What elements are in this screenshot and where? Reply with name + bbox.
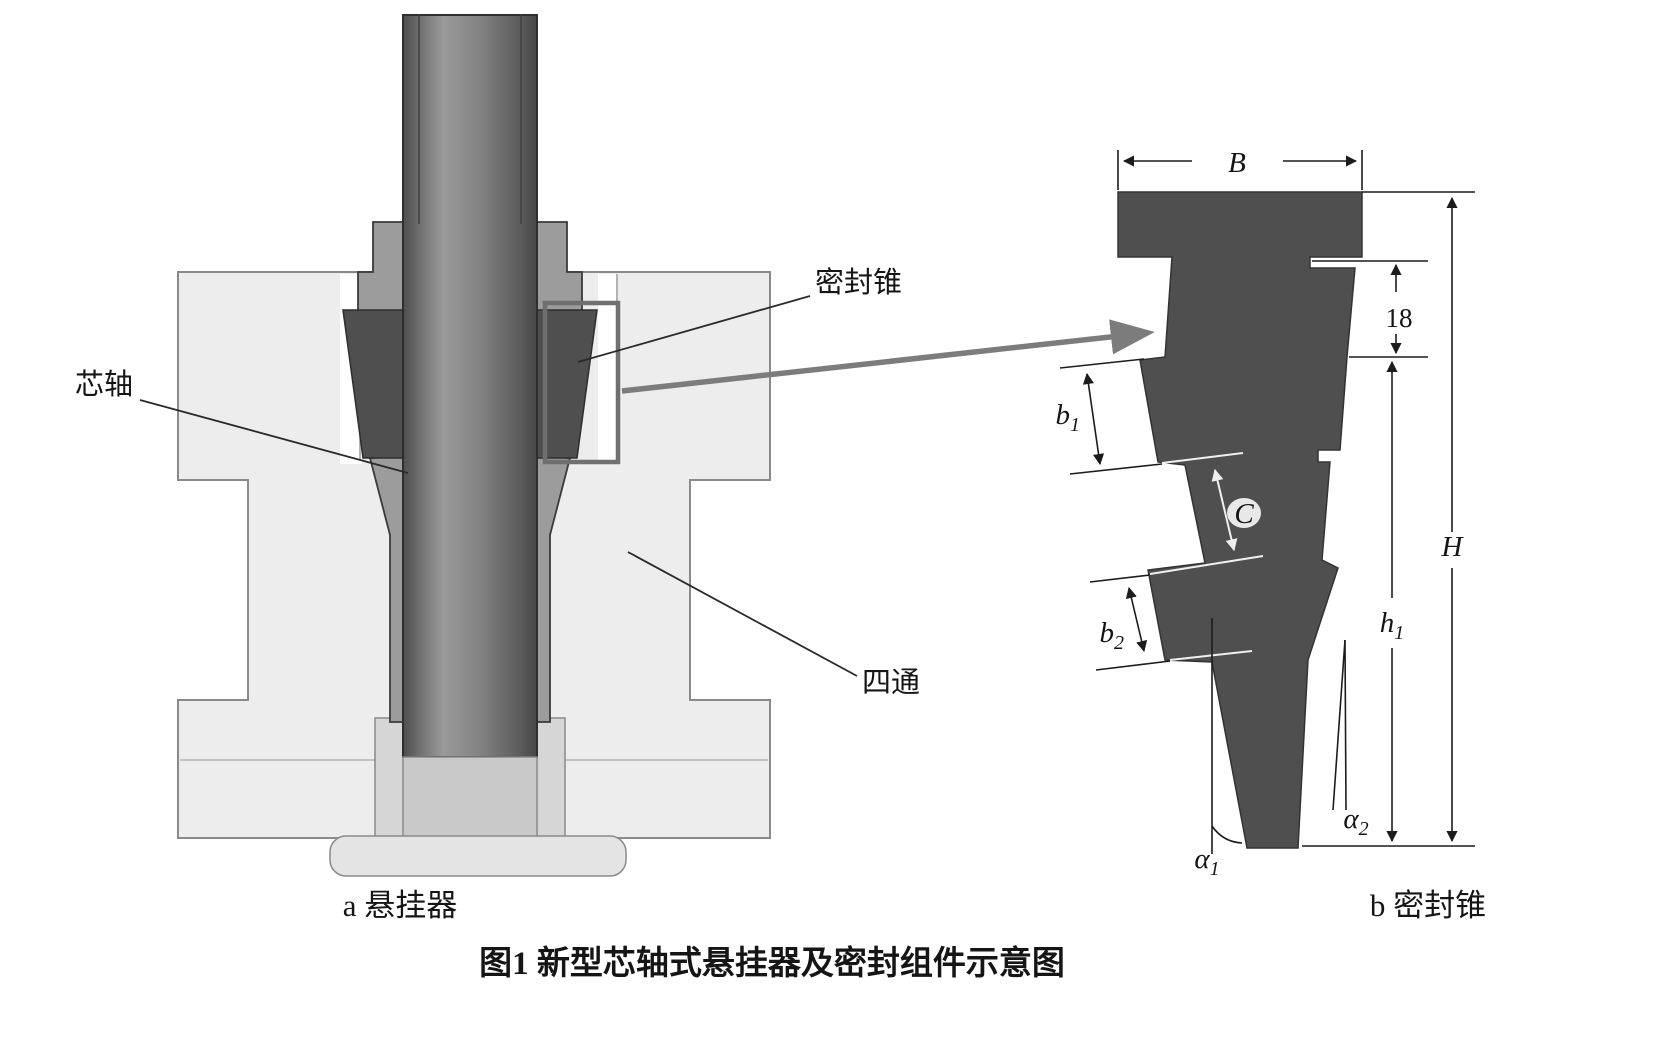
dim-18-label: 18: [1386, 303, 1413, 333]
groove-line-c: [1149, 555, 1264, 575]
subcaption-b: b 密封锥: [1370, 888, 1486, 923]
mandrel-leader: [139, 399, 409, 474]
mandrel-pipe: [402, 14, 538, 758]
alpha2-main: α: [1343, 803, 1359, 835]
alpha2-sub: 2: [1359, 818, 1369, 840]
dim-h1-sub: 1: [1394, 622, 1404, 644]
groove-line-b2: [1169, 650, 1253, 661]
dim-h1-main: h: [1380, 607, 1395, 639]
mandrel-label: 芯轴: [75, 368, 133, 401]
seal-cone-leader: [577, 295, 811, 363]
alpha1-main: α: [1194, 843, 1210, 875]
seal-cone-highlight-box: [542, 300, 621, 465]
b2-dim-line: [1125, 586, 1148, 653]
alpha2-line-a: [1332, 639, 1346, 811]
alpha1-arc: [1211, 825, 1243, 844]
c-ext-bottom: [1089, 574, 1151, 583]
hanger-assembly-view: 密封锥 芯轴 四通: [75, 14, 1155, 877]
b-dim-label: B: [1228, 147, 1246, 179]
b2-main: b: [1100, 617, 1115, 649]
alpha2-line-b: [1344, 639, 1347, 811]
alpha1-label: α1: [1194, 843, 1219, 880]
cross-fitting-leader: [627, 551, 858, 677]
cross-fitting-label: 四通: [862, 667, 920, 699]
b1-dim-label: b1: [1056, 399, 1081, 436]
b2-dim-label: b2: [1100, 617, 1125, 654]
c-dim-line: [1211, 468, 1238, 552]
b1-main: b: [1056, 399, 1071, 431]
b1-sub: 1: [1070, 414, 1080, 436]
seal-cone-label: 密封锥: [815, 266, 902, 299]
detail-arrow: [621, 319, 1155, 394]
b2-ext-bottom: [1095, 660, 1171, 671]
alpha1-sub: 1: [1210, 858, 1220, 880]
figure-caption: 图1 新型芯轴式悬挂器及密封组件示意图: [479, 944, 1065, 982]
b2-sub: 2: [1114, 632, 1124, 654]
b1-ext-top: [1059, 358, 1145, 369]
bore-gap-right: [598, 274, 618, 464]
dim-h1-label: h1: [1380, 607, 1405, 644]
c-dim-label: C: [1234, 498, 1254, 530]
pipe-lower-section: [402, 756, 538, 838]
groove-line-b1: [1161, 452, 1244, 464]
seal-cone-detail-view: B 18 H h1 b1 C b2 α1: [1056, 147, 1475, 880]
base-pedestal: [329, 835, 627, 877]
dim-h-label: H: [1441, 531, 1465, 563]
subcaption-a: a 悬挂器: [343, 888, 458, 923]
b1-ext-bottom: [1069, 463, 1163, 475]
alpha2-label: α2: [1343, 803, 1368, 840]
c-label-patch: [1227, 498, 1261, 528]
b1-dim-line: [1082, 372, 1105, 466]
